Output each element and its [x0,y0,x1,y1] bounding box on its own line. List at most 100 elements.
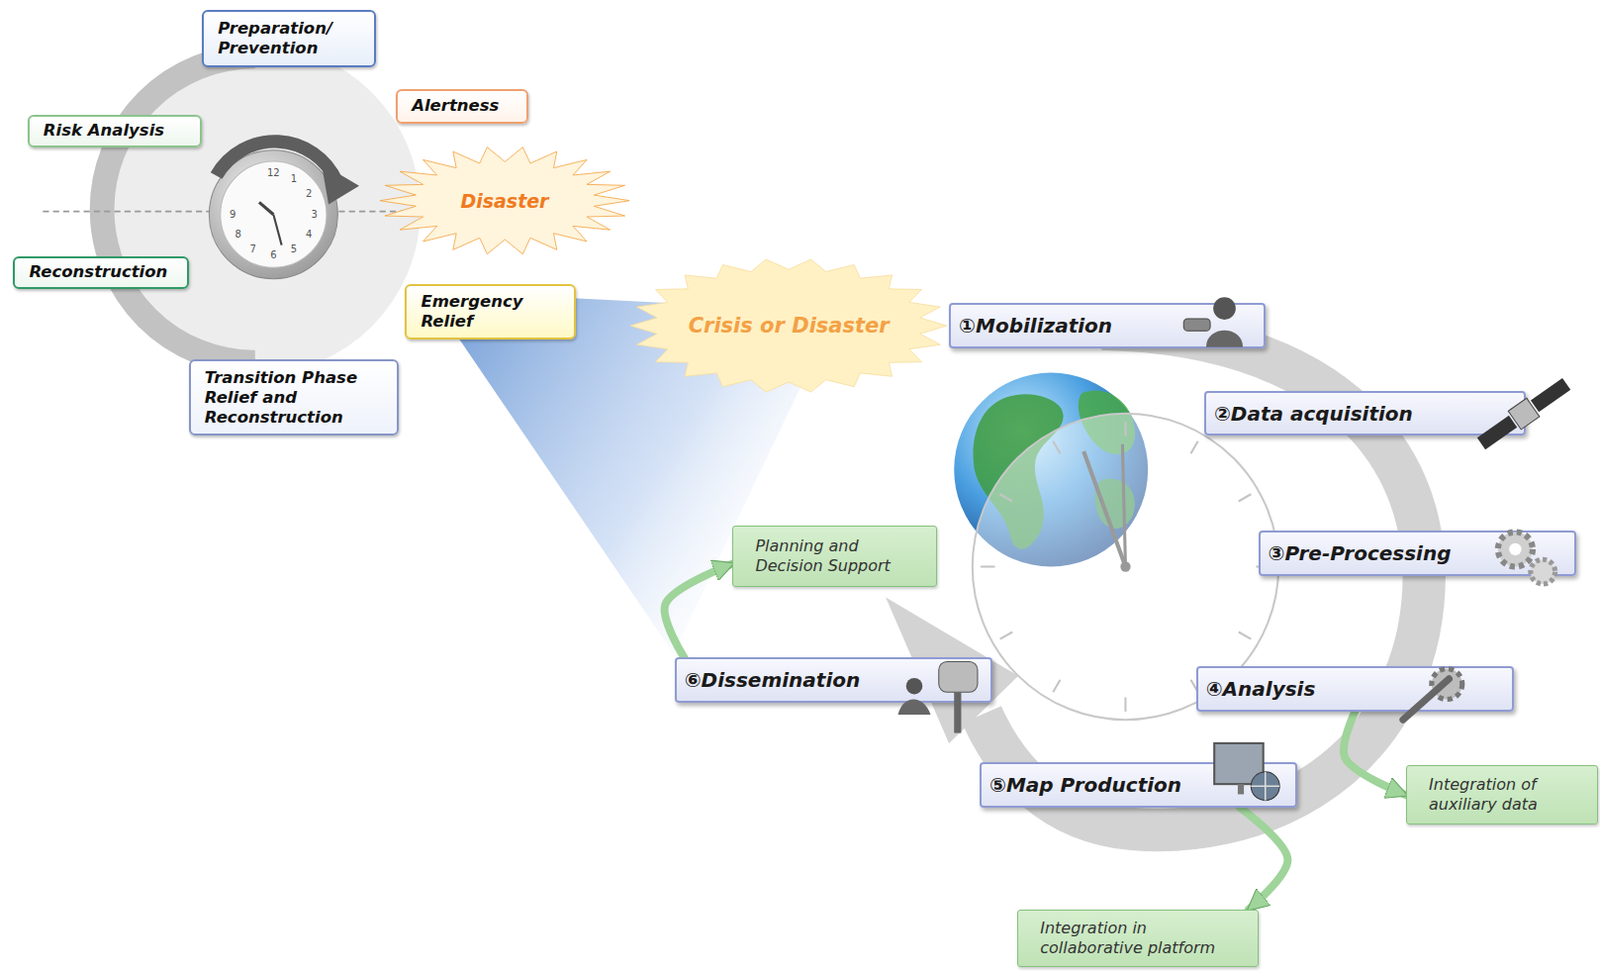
phase-box: Risk Analysis [27,114,202,148]
node-text: Emergency Relief [420,291,564,332]
node-text: ⑥Dissemination [684,667,982,692]
wrench-icon-part [1403,678,1449,720]
curved-arrow [1343,711,1407,796]
gears-icon-part [1530,559,1556,584]
node-text: Integration in collaborative platform [1039,918,1249,958]
clock-numeral: 6 [270,250,277,261]
process-step: ②Data acquisition [1204,390,1526,436]
mailbox-icon-part [939,660,978,692]
big-clock-part [1238,631,1252,639]
monitor-icon-part [1237,783,1244,794]
satellite-icon-part [1507,397,1540,430]
phase-box: Alertness [395,89,529,124]
output-note: Integration of auxiliary data [1406,764,1599,825]
big-clock-part [1122,444,1126,567]
mailbox-icon-part [898,699,932,715]
process-step: ③Pre-Processing [1258,530,1578,575]
big-clock-part [1124,696,1127,711]
node-text: ⑤Map Production [989,772,1286,797]
node-text: Risk Analysis [43,120,190,141]
small-clock-part [321,163,360,204]
big-clock-part [1083,451,1126,567]
node-text: ④Analysis [1206,676,1504,701]
mailbox-icon-part [906,677,924,695]
node-text: ②Data acquisition [1214,401,1514,426]
wrench-icon [1403,668,1463,721]
big-clock-part [1000,631,1014,639]
node-text: Integration of auxiliary data [1428,774,1590,815]
phase-box: Preparation/ Prevention [201,9,376,68]
small-clock-part [273,214,282,246]
burst-shape [379,147,631,255]
big-clock-part [980,564,995,567]
phase-box: Transition Phase Relief and Reconstructi… [188,359,399,436]
phase-cycle-part [101,56,256,363]
big-clock-part [1052,441,1060,455]
process-step: ④Analysis [1196,665,1515,711]
satellite-icon-part [1477,415,1517,450]
gears-icon [1498,531,1556,584]
monitor-icon-part [1214,743,1264,784]
node-text: Crisis or Disaster [688,313,890,338]
node-text: ③Pre-Processing [1268,541,1566,565]
node-text: Preparation/ Prevention [217,18,364,59]
clock-numeral: 12 [267,168,281,179]
mailbox-icon-part [953,691,961,733]
phase-cycle-part [90,43,421,375]
process-step: ⑤Map Production [979,761,1298,807]
monitor-icon-part [1250,771,1280,801]
wrench-icon-part [1431,668,1463,700]
clock-numeral: 1 [290,174,297,185]
big-clock-part [1000,493,1014,501]
node-text: Planning and Decision Support [754,536,928,576]
monitor-icon-part [1250,771,1280,801]
node-text: ①Mobilization [958,313,1254,338]
event-burst: Disaster [379,145,631,256]
person-icon-part [1213,296,1236,320]
phase-box: Emergency Relief [404,283,575,341]
small-clock [208,141,360,280]
output-note: Integration in collaborative platform [1017,909,1258,967]
clock-numeral: 2 [305,188,312,199]
node-text: Disaster [460,189,549,212]
phase-cycle [42,43,421,375]
clock-numeral: 8 [234,229,241,240]
output-note: Planning and Decision Support [732,525,937,587]
person-icon-part [1183,318,1211,331]
mailbox-icon [898,660,978,733]
clock-numeral: 3 [310,209,317,220]
big-clock-part [1238,493,1252,501]
small-clock-part [216,141,338,183]
clock-numeral: 4 [305,229,312,240]
big-clock-part [1052,679,1060,693]
small-clock-part [259,201,274,214]
event-burst: Crisis or Disaster [630,257,947,394]
big-clock-part [1190,441,1198,455]
clock-numeral: 9 [229,209,236,220]
big-clock-part [1120,561,1130,571]
small-clock-part [220,161,327,268]
gears-icon-part [1508,543,1521,556]
node-text: Transition Phase Relief and Reconstructi… [204,368,387,427]
phase-box: Reconstruction [12,256,189,289]
node-text: Alertness [411,95,517,116]
monitor-icon [1214,743,1280,801]
process-step: ⑥Dissemination [674,657,994,702]
clock-numeral: 5 [290,244,297,255]
burst-shape [630,259,947,392]
process-step: ①Mobilization [948,302,1266,348]
curved-arrow [1239,807,1288,910]
satellite-icon [1474,375,1573,454]
clock-numeral: 7 [250,244,257,255]
person-icon [1183,296,1243,348]
gears-icon-part [1498,531,1533,566]
satellite-icon-part [1530,377,1571,412]
person-icon-part [1206,330,1243,348]
node-text: Reconstruction [28,262,177,283]
big-clock-part [1124,421,1127,436]
